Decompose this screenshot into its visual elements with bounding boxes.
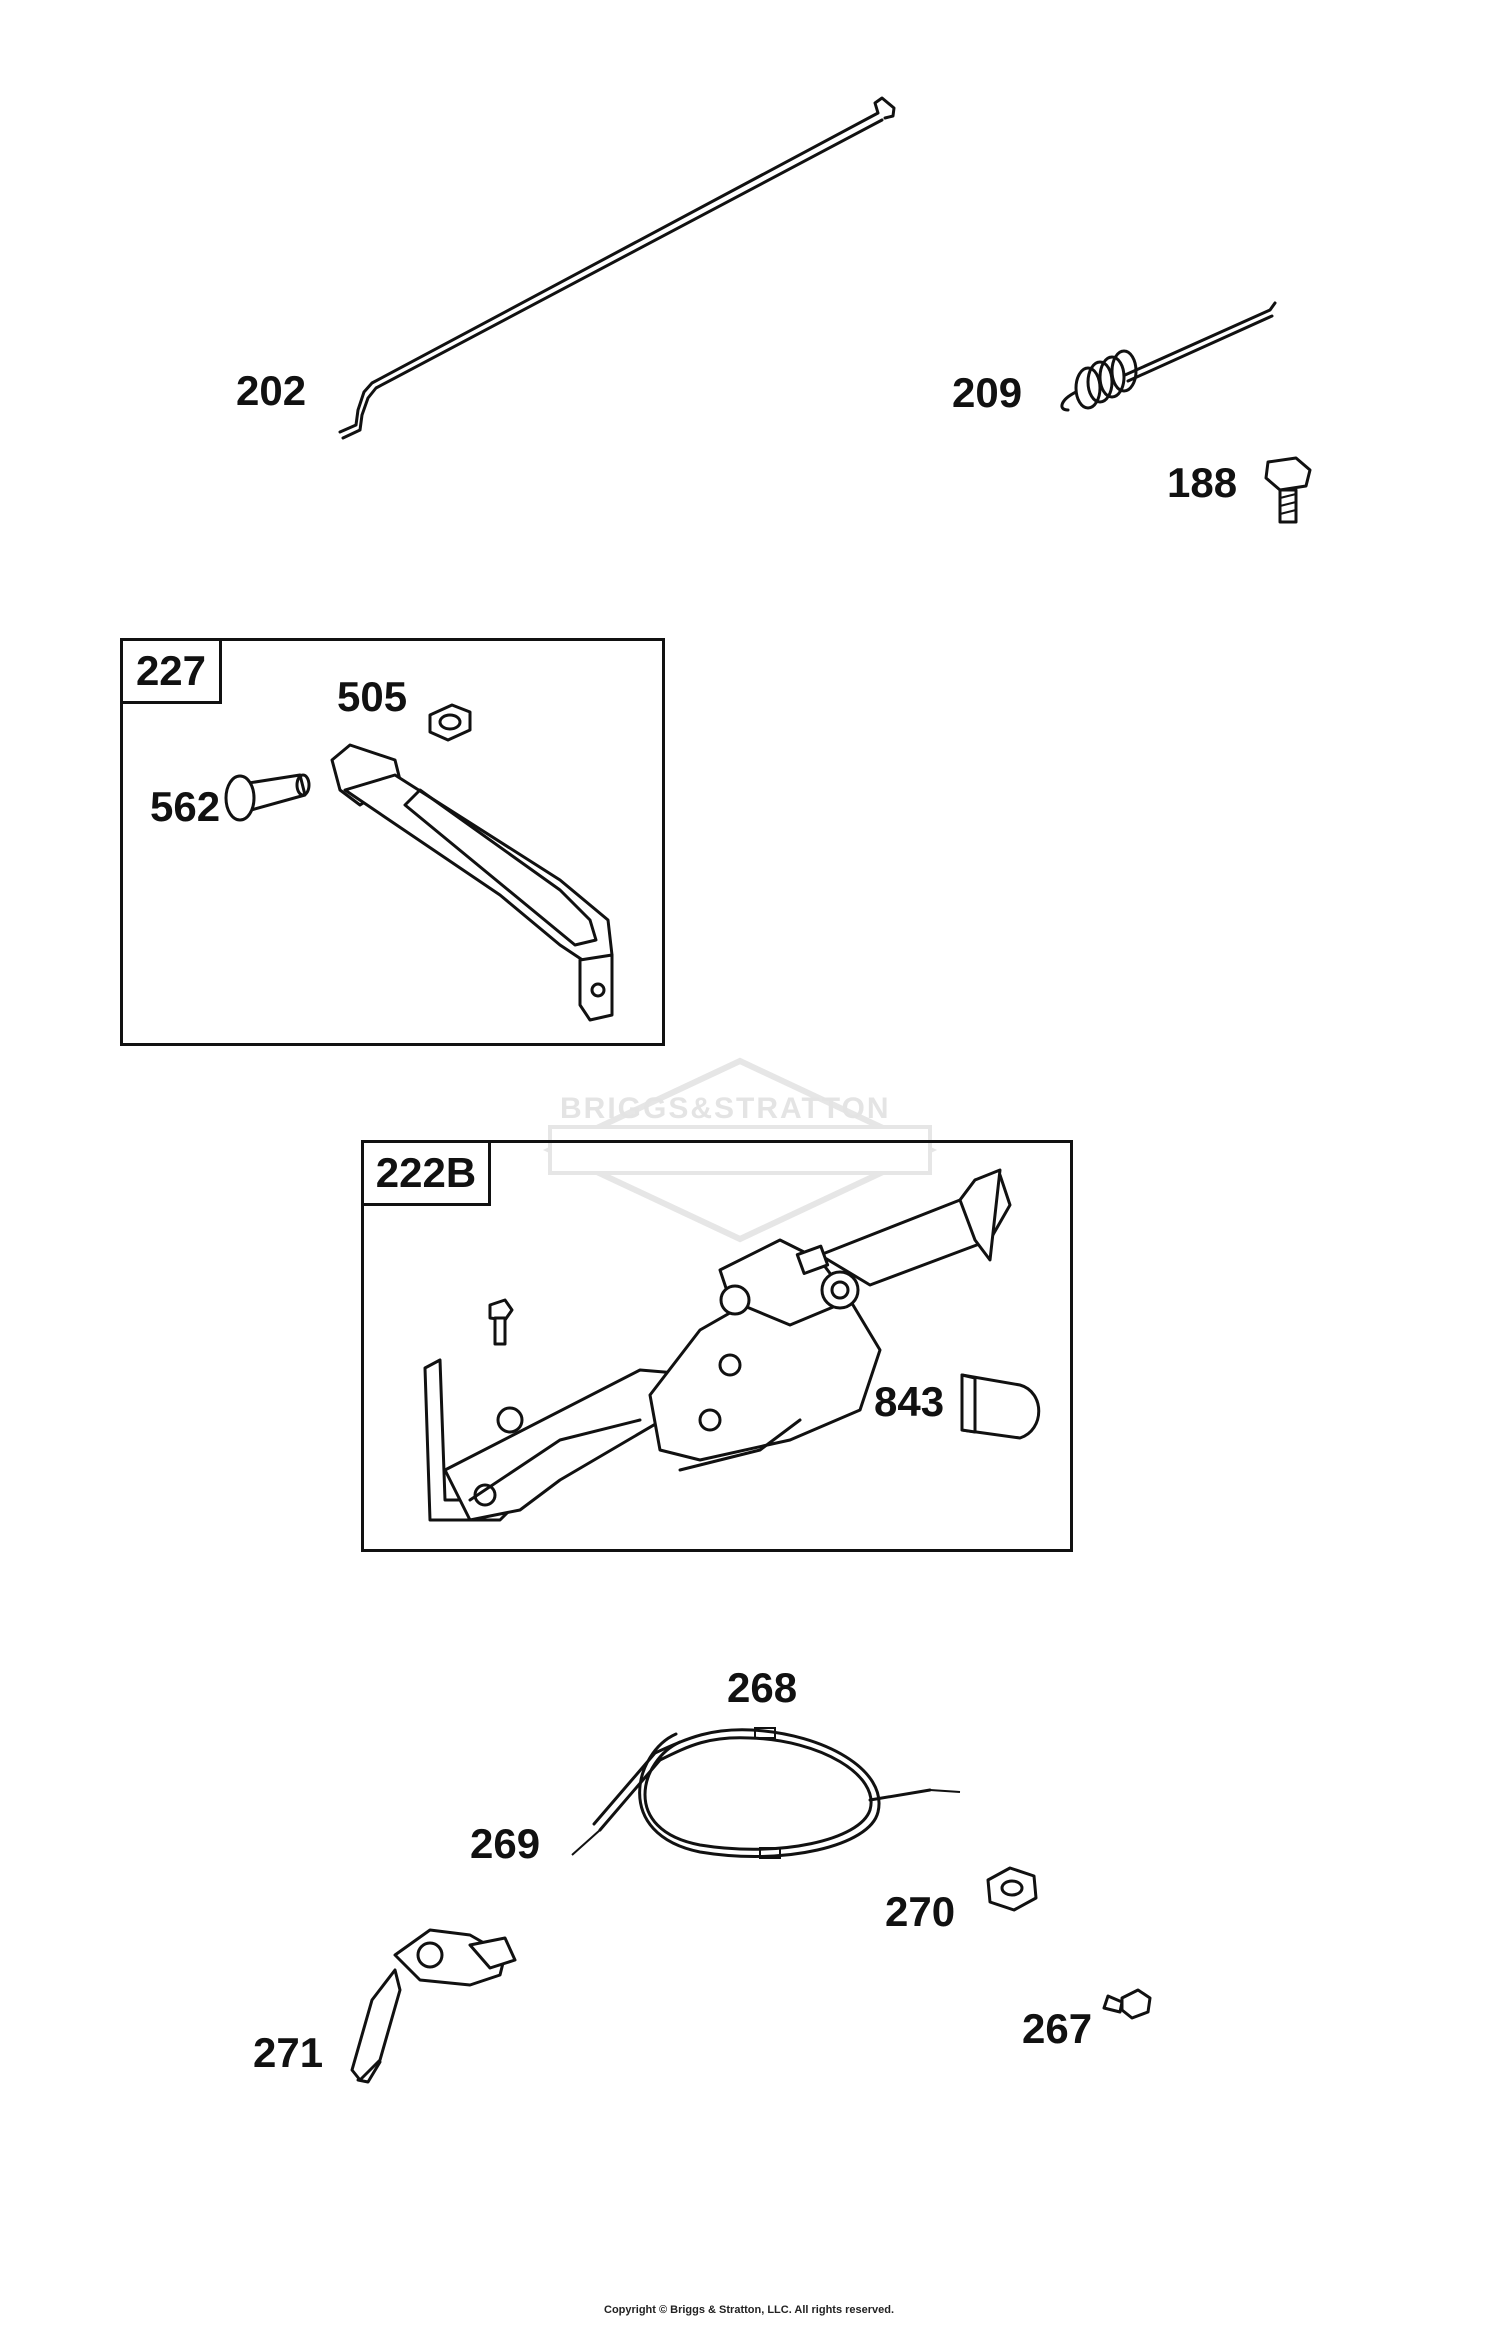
cable-bracket-271: [350, 1928, 517, 2084]
nut-505: [428, 703, 472, 742]
callout-843: 843: [874, 1378, 945, 1425]
callout-270: 270: [885, 1888, 956, 1935]
pin-562: [224, 773, 311, 822]
callout-268: 268: [727, 1664, 798, 1711]
callout-209: 209: [952, 369, 1023, 416]
screw-267: [1102, 1988, 1152, 2020]
nut-270: [986, 1866, 1038, 1912]
kit-222b-frame: [361, 1140, 1073, 1552]
kit-227-frame: [120, 638, 665, 1046]
callout-562: 562: [150, 783, 221, 830]
callout-271: 271: [253, 2029, 324, 2076]
callout-505: 505: [337, 673, 408, 720]
governor-link-rod-202: [338, 96, 896, 440]
control-cable-268: [571, 1727, 961, 1859]
control-bracket-assembly-222b: [423, 1168, 1012, 1522]
lever-bracket-227: [330, 743, 614, 1022]
watermark-text: BRIGGS&STRATTON: [560, 1092, 891, 1125]
screw-188: [1264, 456, 1312, 524]
governor-spring-209: [1060, 301, 1277, 412]
kit-222b-label: 222B: [361, 1140, 491, 1206]
kit-227-label: 227: [120, 638, 222, 704]
copyright-notice: Copyright © Briggs & Stratton, LLC. All …: [604, 2304, 895, 2316]
brand-logo-watermark: [542, 1057, 938, 1243]
callout-269: 269: [470, 1820, 541, 1867]
callout-188: 188: [1167, 459, 1238, 506]
callout-202: 202: [236, 367, 307, 414]
foam-pad-843: [960, 1373, 1041, 1440]
callout-267: 267: [1022, 2005, 1093, 2052]
